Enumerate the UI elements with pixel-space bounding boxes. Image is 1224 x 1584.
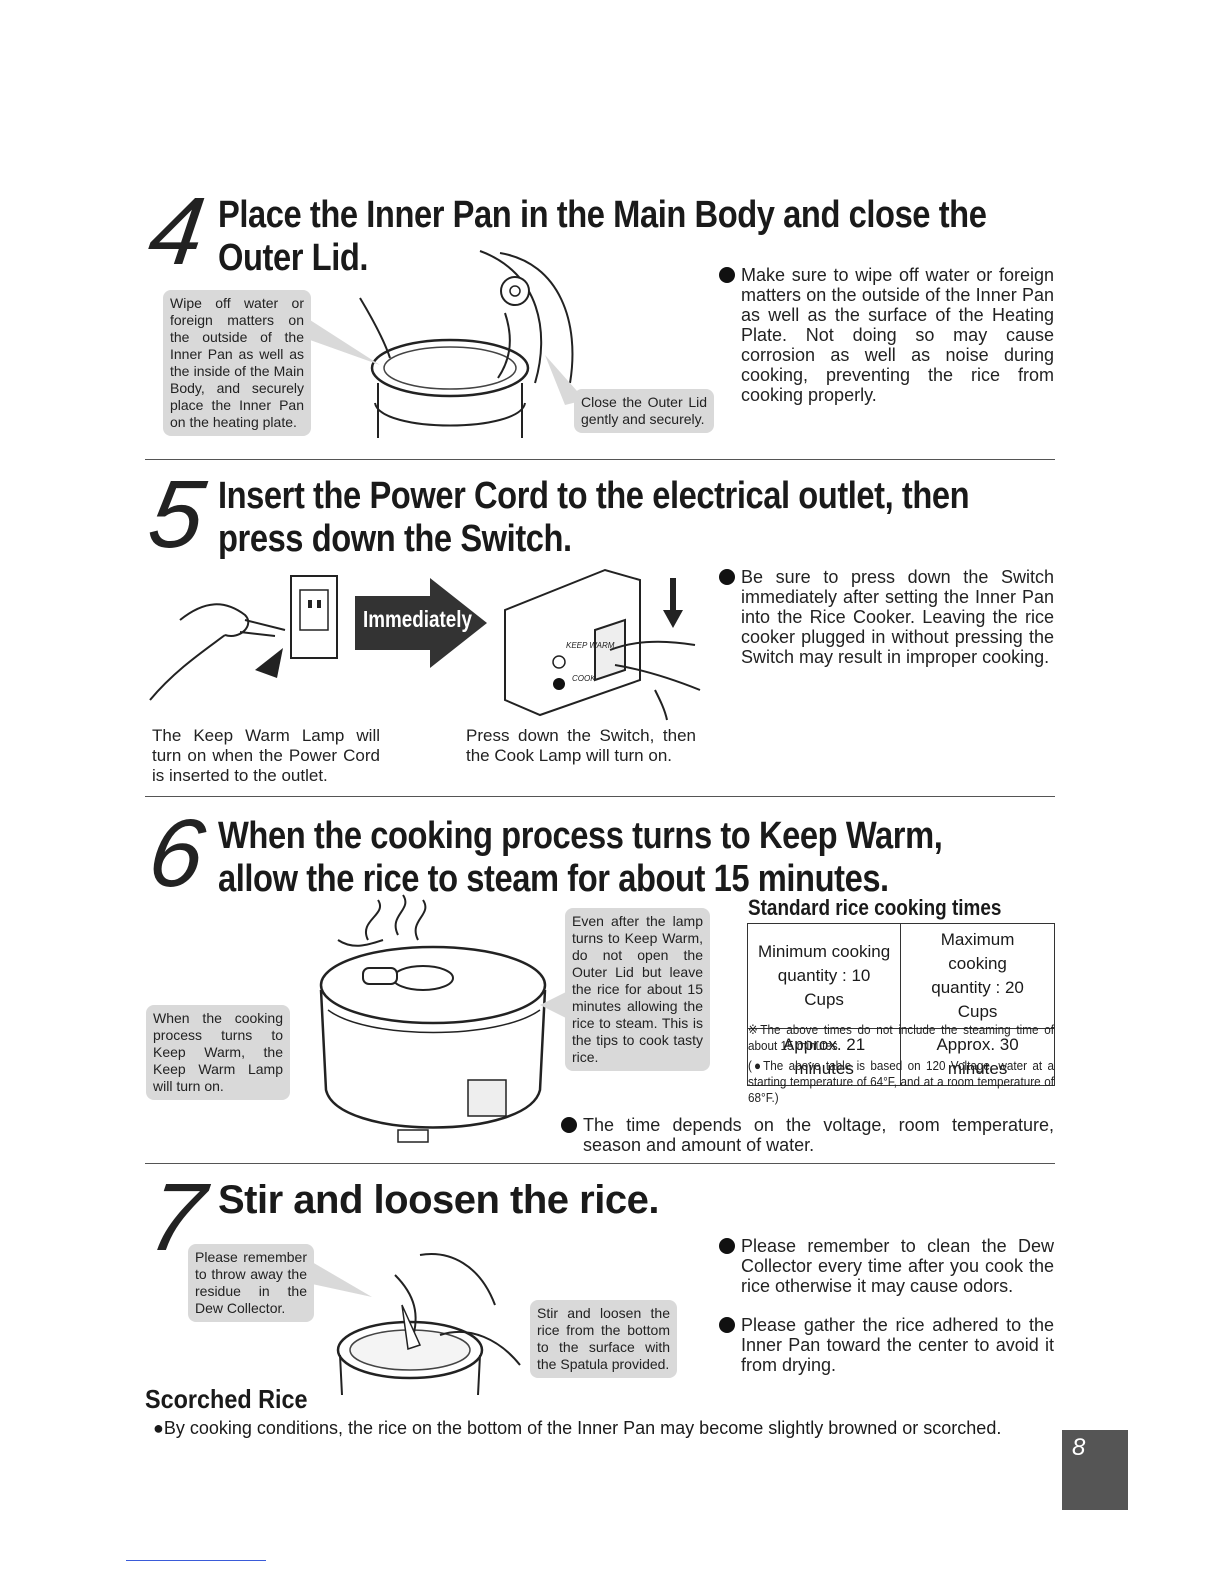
- scorched-rice-heading: Scorched Rice: [145, 1384, 308, 1414]
- step5-title-line1: Insert the Power Cord to the electrical …: [218, 475, 970, 517]
- step7-bullet-dew: Please remember to clean the Dew Collect…: [719, 1236, 1054, 1296]
- callout-pointer-dew: [312, 1262, 372, 1297]
- immediately-label: Immediately: [363, 606, 473, 632]
- step7-title: Stir and loosen the rice.: [218, 1178, 659, 1222]
- table-row: Approx. 21 minutes Approx. 30 minutes: [746, 1028, 1055, 1086]
- step6-title-line2: allow the rice to steam for about 15 min…: [218, 858, 889, 900]
- step6-title-line1: When the cooking process turns to Keep W…: [218, 815, 943, 857]
- table-cell: Approx. 30 minutes: [900, 1028, 1055, 1086]
- divider: [145, 796, 1055, 797]
- step4-title-line2: Outer Lid.: [218, 237, 369, 279]
- step7-callout-dew-collector: Please remember to throw away the residu…: [188, 1244, 314, 1322]
- step7-bullet-gather: Please gather the rice adhered to the In…: [719, 1315, 1054, 1375]
- step5-caption-cook: Press down the Switch, then the Cook Lam…: [466, 726, 696, 765]
- step-number-6: 6: [142, 800, 211, 907]
- step4-title-line1: Place the Inner Pan in the Main Body and…: [218, 194, 987, 236]
- step7-callout-stir: Stir and loosen the rice from the bottom…: [530, 1300, 677, 1378]
- table-note-steaming: ※The above times do not include the stea…: [748, 1022, 1054, 1053]
- footer-link-line: [126, 1560, 266, 1561]
- immediately-arrow: [355, 578, 487, 668]
- step4-callout-wipe: Wipe off water or foreign matters on the…: [163, 290, 311, 436]
- step6-callout-keep-warm: When the cooking process turns to Keep W…: [146, 1005, 290, 1100]
- keep-warm-label: KEEP WARM: [566, 641, 615, 650]
- callout-pointer-wipe: [310, 320, 380, 365]
- bullet-dot: [719, 569, 735, 585]
- divider: [145, 459, 1055, 460]
- bullet-dot: [719, 267, 735, 283]
- inner-pan-illustration: [359, 250, 574, 438]
- table-cell: Approx. 21 minutes: [746, 1028, 902, 1086]
- bullet-dot: [719, 1317, 735, 1333]
- power-cord-illustration: [149, 575, 338, 701]
- stirring-rice-illustration: [336, 1253, 521, 1396]
- step5-caption-keep-warm: The Keep Warm Lamp will turn on when the…: [152, 726, 380, 785]
- rice-cooker-steam-illustration: [319, 894, 547, 1143]
- bullet-dot: [719, 1238, 735, 1254]
- step7-bullet-dew-text: Please remember to clean the Dew Collect…: [741, 1236, 1054, 1296]
- switch-panel-illustration: [504, 568, 701, 721]
- divider: [145, 1163, 1055, 1164]
- step5-bullet: Be sure to press down the Switch immedia…: [719, 567, 1054, 667]
- step6-bullet-text: The time depends on the voltage, room te…: [583, 1115, 1054, 1155]
- page-number-box: [1062, 1430, 1128, 1510]
- step-number-4: 4: [142, 178, 211, 285]
- step5-bullet-text: Be sure to press down the Switch immedia…: [741, 567, 1054, 667]
- step4-callout-close-lid: Close the Outer Lid gently and securely.: [574, 389, 714, 433]
- step4-bullet: Make sure to wipe off water or foreign m…: [719, 265, 1054, 405]
- step6-callout-steam: Even after the lamp turns to Keep Warm, …: [565, 908, 710, 1071]
- callout-pointer-steam: [540, 990, 570, 1020]
- table-note-conditions: (●The above table is based on 120 Voltag…: [748, 1058, 1054, 1105]
- step7-bullet-gather-text: Please gather the rice adhered to the In…: [741, 1315, 1054, 1375]
- page-number: 8: [1072, 1434, 1086, 1461]
- times-table-title: Standard rice cooking times: [748, 895, 1002, 920]
- bullet-dot: [561, 1117, 577, 1133]
- step-number-5: 5: [142, 461, 211, 568]
- scorched-rice-text: ●By cooking conditions, the rice on the …: [153, 1418, 1002, 1438]
- step5-title-line2: press down the Switch.: [218, 518, 572, 560]
- step4-bullet-text: Make sure to wipe off water or foreign m…: [741, 265, 1054, 405]
- cook-label: COOK: [572, 674, 596, 683]
- step6-bullet: The time depends on the voltage, room te…: [561, 1115, 1054, 1155]
